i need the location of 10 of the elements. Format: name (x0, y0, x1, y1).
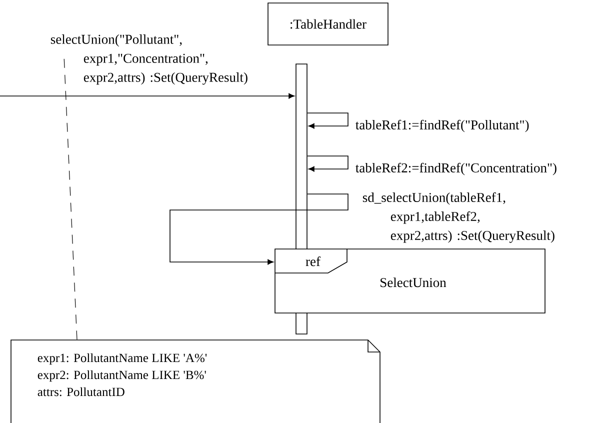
arrow (0, 93, 295, 99)
edge-label: sd_selectUnion(tableRef1, expr1,tableRef2, expr2,attrs) :Set(QueryResult) (362, 192, 554, 243)
edge-label: tableRef1:=findRef("Pollutant") (356, 120, 529, 132)
edge-label: tableRef2:=findRef("Concentration") (356, 162, 556, 176)
lifeline-head: :TableHandler (268, 2, 388, 46)
note: expr1: PollutantName LIKE 'A%' expr2: PollutantName LIKE 'B%' attrs: PollutantID (10, 340, 380, 423)
arrow (170, 194, 348, 265)
arrow (307, 112, 348, 129)
message-label: selectUnion("Pollutant", expr1,"Concentration", expr2,attrs) :Set(QueryResult) (50, 34, 248, 85)
arrow (307, 156, 348, 172)
